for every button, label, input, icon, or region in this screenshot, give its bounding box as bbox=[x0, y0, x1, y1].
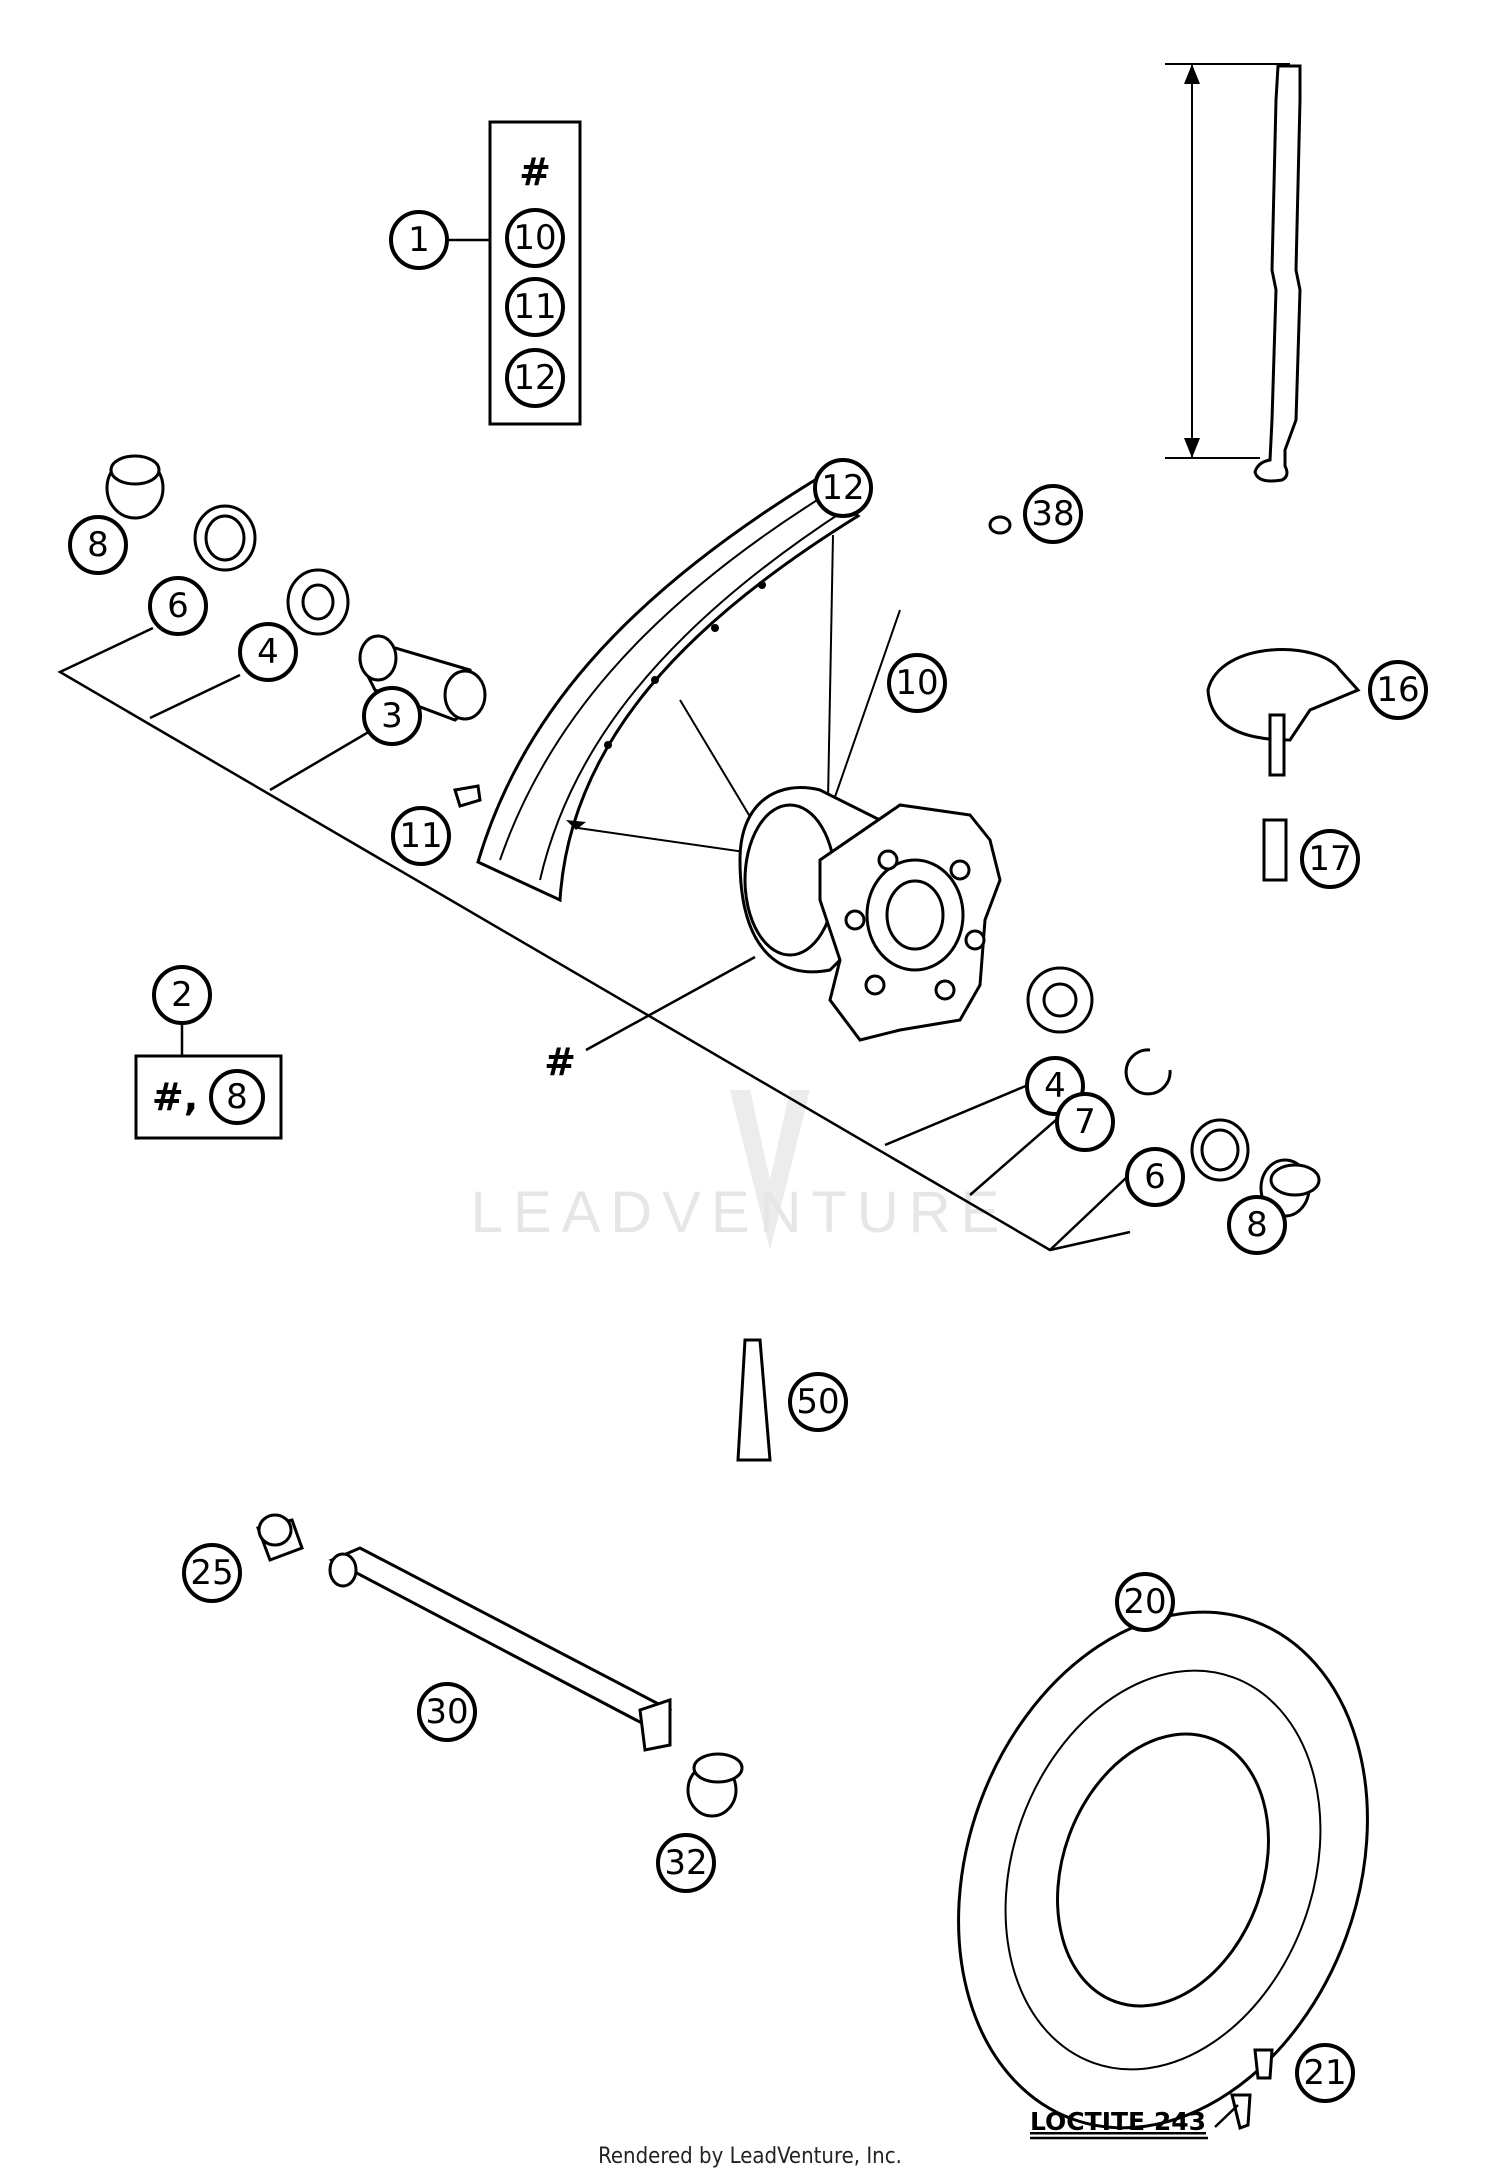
svg-text:1: 1 bbox=[408, 220, 430, 260]
callout-12-box[interactable]: 12 bbox=[505, 348, 565, 408]
hub bbox=[738, 786, 1002, 1042]
svg-text:32: 32 bbox=[664, 1843, 707, 1883]
svg-text:8: 8 bbox=[1246, 1205, 1268, 1245]
svg-text:11: 11 bbox=[399, 816, 442, 856]
svg-text:12: 12 bbox=[821, 468, 864, 508]
screw-21 bbox=[1230, 2048, 1274, 2130]
callout-30[interactable]: 30 bbox=[417, 1682, 477, 1742]
callout-20[interactable]: 20 bbox=[1115, 1572, 1175, 1632]
callout-17[interactable]: 17 bbox=[1300, 829, 1360, 889]
svg-text:17: 17 bbox=[1308, 839, 1351, 879]
svg-text:10: 10 bbox=[895, 663, 938, 703]
callout-8-right[interactable]: 8 bbox=[1227, 1195, 1287, 1255]
left-parts bbox=[105, 454, 487, 808]
callout-11-box[interactable]: 11 bbox=[505, 277, 565, 337]
callout-32[interactable]: 32 bbox=[656, 1833, 716, 1893]
svg-text:7: 7 bbox=[1074, 1102, 1096, 1142]
callout-6-right[interactable]: 6 bbox=[1125, 1147, 1185, 1207]
svg-text:10: 10 bbox=[513, 218, 556, 258]
box-hash-label: #, bbox=[152, 1075, 198, 1119]
callout-10-spoke[interactable]: 10 bbox=[887, 653, 947, 713]
svg-text:6: 6 bbox=[1144, 1157, 1166, 1197]
svg-text:38: 38 bbox=[1031, 494, 1074, 534]
svg-text:11: 11 bbox=[513, 287, 556, 327]
callout-16[interactable]: 16 bbox=[1368, 660, 1428, 720]
svg-text:12: 12 bbox=[513, 358, 556, 398]
watermark: LEADVENTURE bbox=[471, 1090, 1010, 1250]
callout-11-nipple[interactable]: 11 bbox=[391, 806, 451, 866]
axle-assembly bbox=[255, 1513, 744, 1818]
svg-text:25: 25 bbox=[190, 1553, 233, 1593]
footer-credit: Rendered by LeadVenture, Inc. bbox=[598, 2144, 902, 2169]
svg-text:8: 8 bbox=[87, 525, 109, 565]
hub-hash-label: # bbox=[544, 1040, 576, 1084]
loctite-label: LOCTITE 243 bbox=[1030, 2107, 1206, 2136]
svg-text:4: 4 bbox=[257, 632, 279, 672]
svg-text:50: 50 bbox=[796, 1382, 839, 1422]
spoke-dimension bbox=[1165, 63, 1302, 483]
callout-2[interactable]: 2 bbox=[152, 965, 212, 1025]
svg-text:4: 4 bbox=[1044, 1066, 1066, 1106]
leader-lines bbox=[57, 626, 1239, 2128]
watermark-text: LEADVENTURE bbox=[471, 1180, 1010, 1245]
svg-text:3: 3 bbox=[381, 696, 403, 736]
callout-25[interactable]: 25 bbox=[182, 1543, 242, 1603]
svg-text:21: 21 bbox=[1303, 2053, 1346, 2093]
callout-12-rim[interactable]: 12 bbox=[813, 458, 873, 518]
callout-38[interactable]: 38 bbox=[1023, 484, 1083, 544]
svg-text:8: 8 bbox=[226, 1077, 248, 1117]
callout-6-left[interactable]: 6 bbox=[148, 576, 208, 636]
part-50 bbox=[736, 1338, 772, 1462]
svg-text:6: 6 bbox=[167, 586, 189, 626]
callout-10-box[interactable]: 10 bbox=[505, 208, 565, 268]
callout-4-right[interactable]: 4 bbox=[1025, 1056, 1085, 1116]
callout-4-left[interactable]: 4 bbox=[238, 622, 298, 682]
svg-text:30: 30 bbox=[425, 1692, 468, 1732]
callout-8-box[interactable]: 8 bbox=[209, 1069, 265, 1125]
callout-8-left[interactable]: 8 bbox=[68, 515, 128, 575]
callout-7[interactable]: 7 bbox=[1055, 1092, 1115, 1152]
callout-3[interactable]: 3 bbox=[362, 686, 422, 746]
callout-1[interactable]: 1 bbox=[389, 210, 449, 270]
callout-21[interactable]: 21 bbox=[1295, 2043, 1355, 2103]
svg-text:2: 2 bbox=[171, 975, 193, 1015]
svg-text:16: 16 bbox=[1376, 670, 1419, 710]
svg-text:20: 20 bbox=[1123, 1582, 1166, 1622]
brake-disc bbox=[957, 1610, 1369, 2130]
kit-hash-label: # bbox=[519, 150, 551, 194]
callout-50[interactable]: 50 bbox=[788, 1372, 848, 1432]
